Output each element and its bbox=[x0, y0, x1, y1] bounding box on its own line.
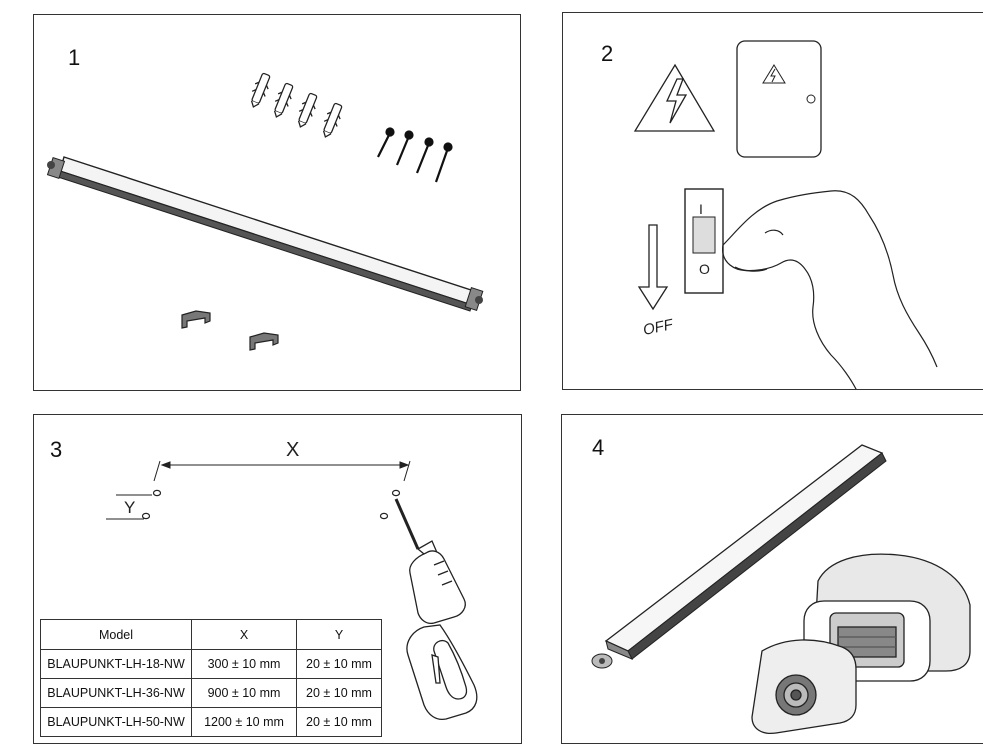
end-cap-detail bbox=[751, 639, 857, 735]
drill-holes bbox=[141, 489, 401, 520]
luminaire-assembly-illustration bbox=[591, 444, 971, 735]
dimension-x-label: X bbox=[286, 439, 300, 461]
table-cell-x: 1200 ± 10 mm bbox=[191, 707, 297, 737]
drill-illustration bbox=[394, 498, 478, 721]
table-cell-y: 20 ± 10 mm bbox=[296, 678, 382, 708]
step-number: 1 bbox=[68, 45, 81, 70]
power-off-illustration bbox=[633, 40, 938, 389]
wall-switch bbox=[684, 188, 724, 294]
table-cell-x: 900 ± 10 mm bbox=[191, 678, 297, 708]
table-header-row: Model X Y bbox=[40, 619, 382, 650]
table-row: BLAUPUNKT-LH-18-NW 300 ± 10 mm 20 ± 10 m… bbox=[40, 649, 382, 679]
switch-off-mark: O bbox=[699, 261, 710, 277]
table-cell-model: BLAUPUNKT-LH-36-NW bbox=[40, 678, 192, 708]
hand-illustration bbox=[722, 190, 938, 389]
dimension-y bbox=[106, 494, 152, 520]
high-voltage-warning-icon bbox=[633, 63, 716, 132]
table-header-model: Model bbox=[40, 619, 192, 650]
table-cell-model: BLAUPUNKT-LH-18-NW bbox=[40, 649, 192, 679]
table-cell-y: 20 ± 10 mm bbox=[296, 649, 382, 679]
step-1-panel: 1 bbox=[33, 14, 521, 391]
mounting-clips bbox=[181, 310, 279, 351]
wall-plugs bbox=[250, 72, 343, 138]
switch-on-mark: I bbox=[699, 201, 703, 217]
table-header-y: Y bbox=[296, 619, 382, 650]
table-cell-y: 20 ± 10 mm bbox=[296, 707, 382, 737]
dimension-y-label: Y bbox=[124, 498, 136, 517]
luminaire-tube bbox=[46, 156, 484, 312]
arrow-down-icon bbox=[637, 224, 669, 311]
step-2-panel: 2 OFF I O bbox=[562, 12, 983, 390]
screws bbox=[377, 127, 453, 183]
step-3-panel: 3 X bbox=[33, 414, 522, 744]
table-cell-x: 300 ± 10 mm bbox=[191, 649, 297, 679]
drilling-illustration bbox=[106, 460, 478, 721]
dimensions-table: Model X Y BLAUPUNKT-LH-18-NW 300 ± 10 mm… bbox=[40, 619, 382, 737]
step-number: 3 bbox=[50, 437, 63, 462]
distribution-box bbox=[736, 40, 822, 158]
luminaire-tube bbox=[591, 444, 887, 669]
step-number: 2 bbox=[601, 41, 614, 66]
table-row: BLAUPUNKT-LH-36-NW 900 ± 10 mm 20 ± 10 m… bbox=[40, 678, 382, 708]
table-row: BLAUPUNKT-LH-50-NW 1200 ± 10 mm 20 ± 10 … bbox=[40, 707, 382, 737]
table-header-x: X bbox=[191, 619, 297, 650]
table-cell-model: BLAUPUNKT-LH-50-NW bbox=[40, 707, 192, 737]
step-4-panel: 4 bbox=[561, 414, 983, 744]
package-contents-illustration bbox=[46, 72, 484, 351]
step-number: 4 bbox=[592, 435, 605, 460]
dimension-x bbox=[153, 460, 411, 482]
